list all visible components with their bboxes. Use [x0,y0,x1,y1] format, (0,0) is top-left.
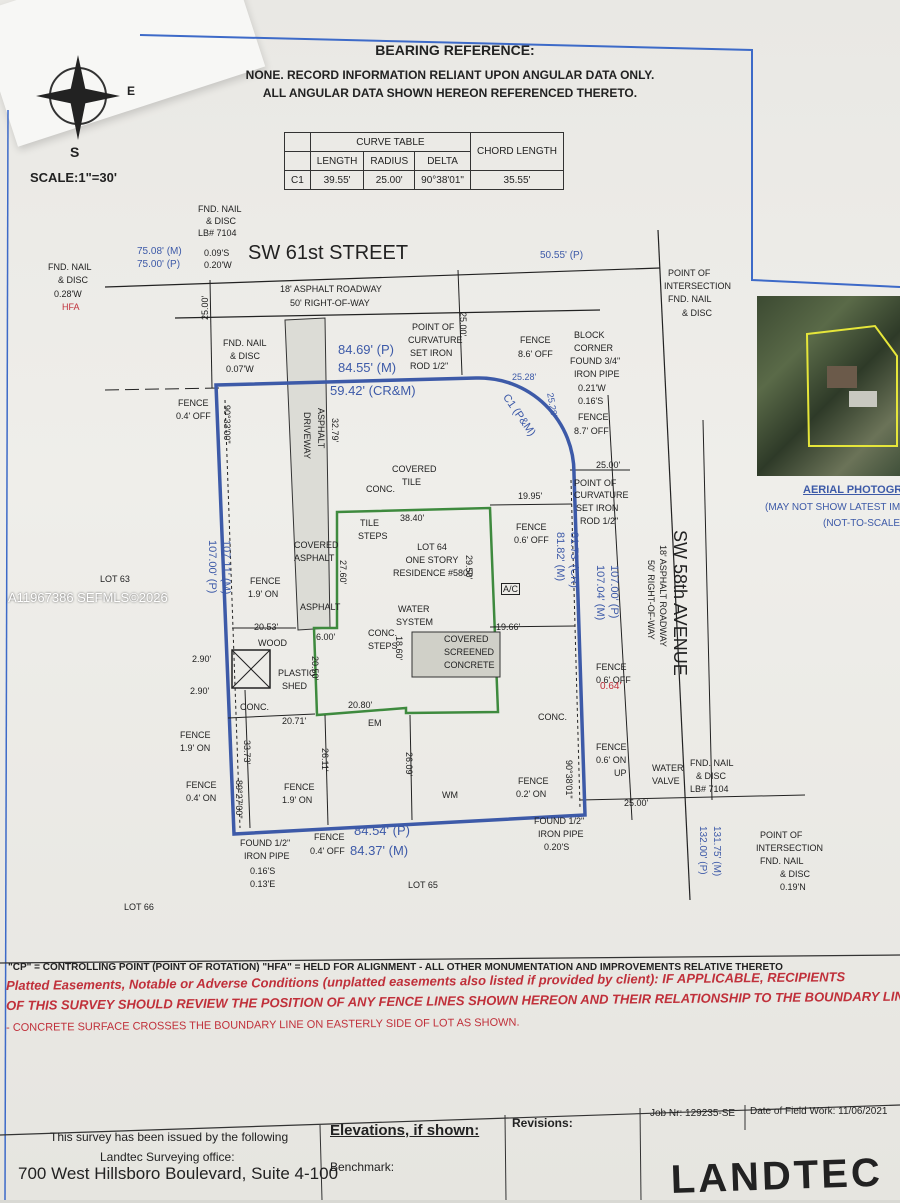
lot-number: LOT 64 [417,542,447,552]
bearing-title: BEARING REFERENCE: [375,42,535,58]
compass-east: E [127,84,136,98]
scale-label: SCALE:1"=30' [30,170,117,185]
chord-length-header: CHORD LENGTH [469,132,565,171]
bearing-line-2: ALL ANGULAR DATA SHOWN HEREON REFERENCED… [262,86,638,100]
residence-outline [312,506,500,717]
street-name-north: SW 61st STREET [248,242,409,264]
lot-66-label: LOT 66 [124,902,154,912]
aerial-photo [757,296,900,476]
frame-border [139,34,900,288]
lot-63-label: LOT 63 [100,574,130,584]
screened-area [411,631,501,678]
watermark: A11967386 SEFMLS©2026 [8,590,168,605]
lot-65-label: LOT 65 [408,880,438,890]
north-arrow-icon [36,55,120,140]
lot-boundary [214,376,587,836]
street-centerline [104,267,661,288]
plastic-shed [231,649,271,689]
compass-south: S [70,144,80,160]
landtec-logo: LANDTEC [670,1150,884,1202]
roadway-label-north: 18' ASPHALT ROADWAY [280,284,382,294]
bearing-line-1: NONE. RECORD INFORMATION RELIANT UPON AN… [245,68,655,82]
asphalt-driveway [284,317,331,631]
frame-left [4,109,9,1200]
row-label-north: 50' RIGHT-OF-WAY [290,298,370,308]
roadway-label-east: 18' ASPHALT ROADWAY [658,545,668,647]
curve-table-title: CURVE TABLE [309,132,471,152]
row-label-east: 50' RIGHT-OF-WAY [646,560,656,640]
street-name-east: SW 58th AVENUE [670,530,690,676]
